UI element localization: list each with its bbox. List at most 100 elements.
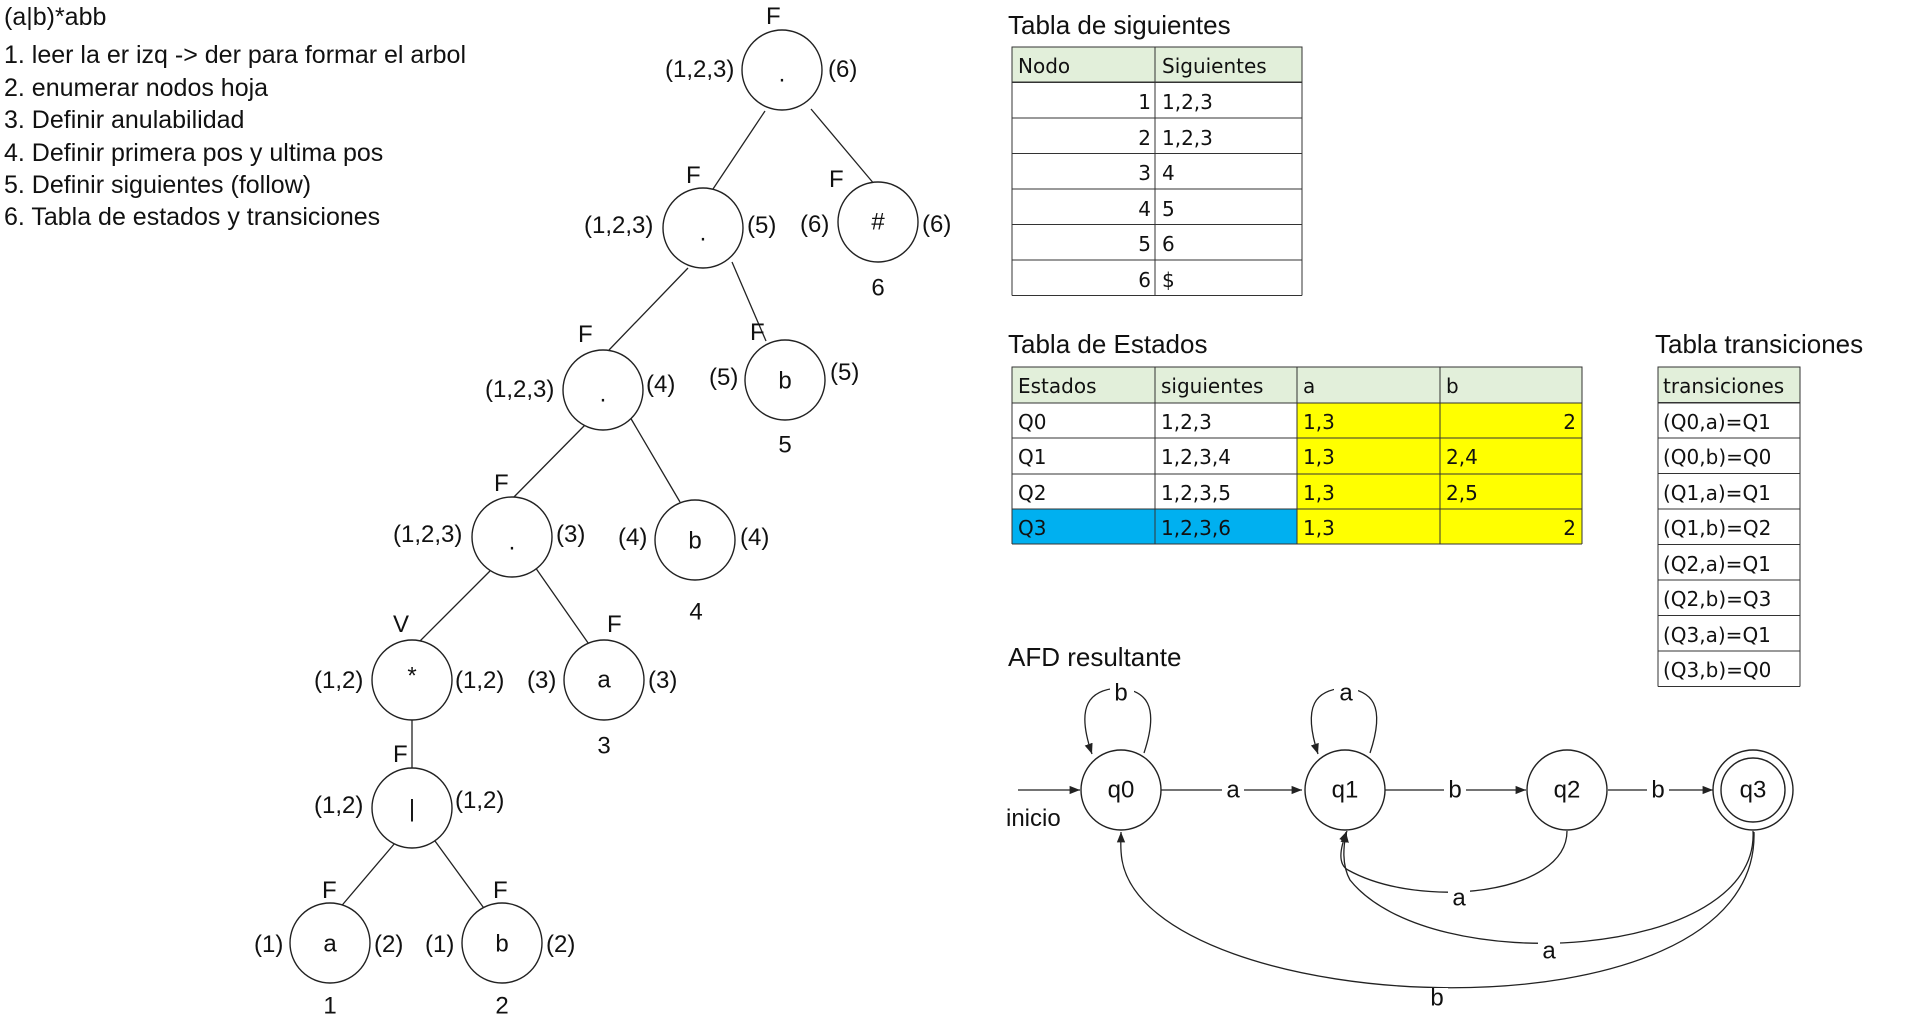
step-5: 5. Definir siguientes (follow)	[4, 171, 311, 199]
tree-node-star: * V (1,2) (1,2)	[314, 611, 504, 721]
tree-edge	[508, 423, 587, 503]
tree-edge	[629, 416, 681, 503]
state-name: Q0	[1018, 410, 1046, 434]
node-firstpos: (1,2,3)	[393, 521, 462, 548]
node-circle	[371, 639, 453, 721]
node-symbol: b	[688, 528, 701, 555]
state-on-a: 1,3	[1303, 410, 1335, 434]
regex-label: (a|b)*abb	[4, 3, 106, 31]
follow-row-next: 4	[1162, 161, 1175, 185]
state-on-a: 1,3	[1303, 481, 1335, 505]
state-on-b: 2,4	[1446, 445, 1478, 469]
node-lastpos: (5)	[747, 212, 776, 239]
follow-table: Tabla de siguientes Nodo Siguientes 1 1,…	[1008, 10, 1303, 296]
transition-label: a	[1226, 777, 1240, 804]
start-label: inicio	[1006, 805, 1061, 832]
tree-edge	[337, 842, 396, 911]
node-circle	[837, 181, 919, 263]
states-header-b: b	[1446, 374, 1459, 398]
dfa-state-q1: q1	[1304, 749, 1386, 831]
tree-leaf-4: b (4) (4) 4	[618, 499, 769, 626]
node-lastpos: (4)	[646, 371, 675, 398]
node-circle	[741, 29, 823, 111]
dfa-diagram: AFD resultante inicio b a a b b a a b	[1006, 642, 1794, 1012]
transition-row: (Q2,b)=Q3	[1663, 587, 1771, 611]
transition-label: a	[1339, 680, 1353, 707]
state-on-b: 2,5	[1446, 481, 1478, 505]
leaf-number: 6	[871, 275, 884, 302]
node-symbol: |	[409, 796, 415, 823]
node-symbol: b	[495, 931, 508, 958]
node-firstpos: (1)	[254, 931, 283, 958]
node-firstpos: (6)	[800, 211, 829, 238]
node-symbol: b	[778, 368, 791, 395]
state-name: Q3	[1018, 516, 1046, 540]
leaf-number: 5	[778, 432, 791, 459]
tree-edge	[412, 570, 491, 649]
node-lastpos: (1,2)	[455, 667, 504, 694]
follow-row-node: 4	[1138, 197, 1151, 221]
node-firstpos: (1,2,3)	[665, 56, 734, 83]
node-symbol: .	[509, 529, 516, 556]
state-positions: 1,2,3,5	[1161, 481, 1231, 505]
node-circle	[471, 496, 553, 578]
node-circle	[744, 339, 826, 421]
follow-row-next: 5	[1162, 197, 1175, 221]
tree-node-concat-2: . F (1,2,3) (5)	[584, 162, 776, 269]
transition-row: (Q0,a)=Q1	[1663, 410, 1771, 434]
node-symbol: .	[700, 220, 707, 247]
node-nullable: F	[578, 321, 593, 348]
step-6: 6. Tabla de estados y transiciones	[4, 203, 380, 231]
state-name: Q1	[1018, 445, 1046, 469]
follow-row-node: 5	[1138, 232, 1151, 256]
node-symbol: a	[597, 667, 611, 694]
transition-q2-q1	[1339, 830, 1568, 893]
transition-label: b	[1448, 777, 1461, 804]
follow-row-next: 6	[1162, 232, 1175, 256]
state-positions: 1,2,3,6	[1161, 516, 1231, 540]
states-table-title: Tabla de Estados	[1008, 329, 1207, 359]
node-lastpos: (2)	[374, 931, 403, 958]
tree-leaf-5: b F (5) (5) 5	[709, 319, 859, 459]
node-symbol: a	[323, 931, 337, 958]
tree-edge	[731, 261, 767, 342]
state-on-b: 2	[1563, 410, 1576, 434]
instructions: (a|b)*abb 1. leer la er izq -> der para …	[4, 3, 466, 231]
tree-node-concat-3: . F (1,2,3) (4)	[485, 321, 675, 431]
node-firstpos: (4)	[618, 524, 647, 551]
node-symbol: #	[871, 209, 885, 236]
state-on-a: 1,3	[1303, 445, 1335, 469]
leaf-number: 2	[495, 993, 508, 1018]
transition-row: (Q3,a)=Q1	[1663, 623, 1771, 647]
node-lastpos: (3)	[648, 667, 677, 694]
node-firstpos: (1,2,3)	[584, 212, 653, 239]
node-circle	[662, 187, 744, 269]
node-lastpos: (2)	[546, 931, 575, 958]
transitions-table: Tabla transiciones transiciones (Q0,a)=Q…	[1655, 329, 1863, 687]
leaf-number: 3	[597, 733, 610, 760]
node-lastpos: (6)	[922, 211, 951, 238]
states-table: Tabla de Estados Estados siguientes a b …	[1008, 329, 1583, 545]
states-header-a: a	[1303, 374, 1315, 398]
follow-row-next: $	[1162, 268, 1175, 292]
step-3: 3. Definir anulabilidad	[4, 106, 244, 134]
step-2: 2. enumerar nodos hoja	[4, 74, 268, 102]
dfa-title: AFD resultante	[1008, 642, 1181, 672]
node-firstpos: (3)	[527, 667, 556, 694]
state-label: q1	[1332, 777, 1359, 804]
state-label: q3	[1740, 777, 1767, 804]
follow-row-node: 1	[1138, 90, 1151, 114]
transitions-header: transiciones	[1663, 374, 1784, 398]
node-symbol: *	[407, 663, 416, 690]
dfa-state-q3-accepting: q3	[1712, 749, 1794, 831]
node-lastpos: (3)	[556, 521, 585, 548]
transition-label: b	[1651, 777, 1664, 804]
node-nullable: F	[750, 319, 765, 346]
tree-edge	[534, 566, 594, 651]
node-nullable: F	[393, 741, 408, 768]
transition-label: a	[1452, 885, 1466, 912]
node-lastpos: (1,2)	[455, 787, 504, 814]
node-circle	[371, 767, 453, 849]
node-circle	[461, 902, 543, 984]
